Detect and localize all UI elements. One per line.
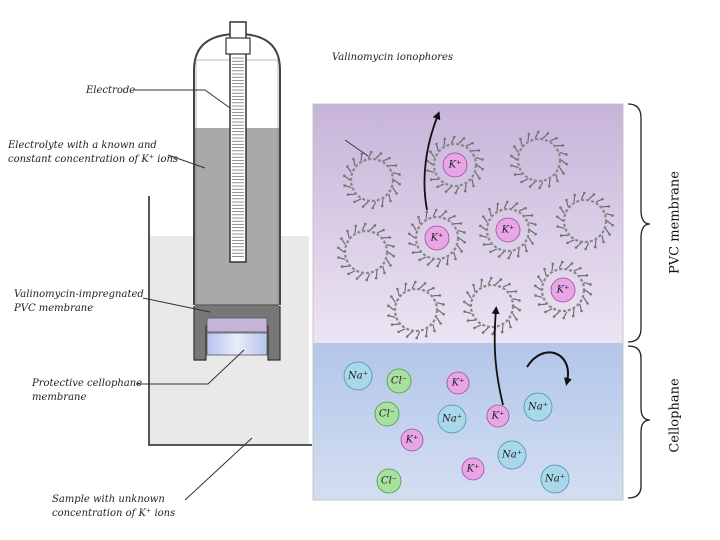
svg-text:K⁺: K⁺ [451,378,465,389]
ionophore-group: K⁺ K⁺ K⁺ K⁺ [337,130,614,340]
free-ion-potassium: K⁺ [400,428,424,452]
pvc-membrane-label: PVC membrane [667,171,683,274]
free-ion-sodium: Na⁺ [437,404,467,434]
rod-ticks [232,57,244,257]
valinomycin-ionophore: K⁺ [408,208,466,268]
valinomycin-ionophore [556,191,614,251]
svg-text:K⁺: K⁺ [430,233,444,244]
pvc-membrane-disk [206,317,268,333]
svg-text:K⁺: K⁺ [448,160,462,171]
valinomycin-ionophore [343,150,401,210]
free-ion-sodium: Na⁺ [523,392,553,422]
svg-text:K⁺: K⁺ [501,225,515,236]
electrolyte-label-line2: constant concentration of K⁺ ions [8,154,179,165]
ionophores-label: Valinomycin ionophores [332,52,454,63]
k-transport-arrow-up [423,111,441,211]
k-transport-arrow-into [491,306,504,406]
svg-text:Na⁺: Na⁺ [544,474,565,485]
free-ion-chloride: Cl⁻ [386,368,412,394]
electrolyte-label-line1: Electrolyte with a known and [8,140,157,151]
membrane-cap [193,304,281,361]
free-ion-potassium: K⁺ [461,457,485,481]
valinomycin-ionophore: K⁺ [479,200,537,260]
free-ion-chloride: Cl⁻ [376,468,402,494]
svg-text:K⁺: K⁺ [556,285,570,296]
valinomycin-ionophore [387,280,445,340]
electrode-label: Electrode [86,85,136,96]
svg-text:Cl⁻: Cl⁻ [381,476,397,487]
pvc-brace [627,103,651,343]
free-ion-sodium: Na⁺ [343,361,373,391]
valinomycin-ionophore: K⁺ [426,135,484,195]
svg-text:Na⁺: Na⁺ [441,414,462,425]
svg-text:Na⁺: Na⁺ [501,450,522,461]
svg-text:K⁺: K⁺ [491,411,505,422]
svg-text:Na⁺: Na⁺ [527,402,548,413]
valinomycin-ionophore [463,276,521,336]
cellophane-disk [206,332,268,356]
svg-text:K⁺: K⁺ [405,435,419,446]
pvc-region [313,104,623,344]
free-ion-chloride: Cl⁻ [374,401,400,427]
electrode-rod [225,21,251,263]
valinomycin-pvc-label-line1: Valinomycin-impregnated [14,289,144,300]
free-ion-potassium: K⁺ [446,371,470,395]
cellophane-brace [627,345,651,499]
sample-label-line2: concentration of K⁺ ions [52,508,176,519]
free-ion-potassium: K⁺ [486,404,510,428]
cellophane-label-line2: membrane [32,392,87,403]
valinomycin-ionophore [337,222,395,282]
cellophane-label-line1: Protective cellophane [32,378,143,389]
leader-lines [133,89,369,501]
cellophane-label: Cellophane [667,378,683,453]
svg-text:K⁺: K⁺ [466,464,480,475]
free-ion-sodium: Na⁺ [497,440,527,470]
zoom-region: K⁺K⁺K⁺K⁺ Na⁺Cl⁻K⁺Na⁺Cl⁻Na⁺K⁺K⁺Na⁺K⁺Cl⁻Na… [312,103,624,501]
valinomycin-ionophore: K⁺ [534,260,592,320]
valinomycin-ionophore [510,130,568,190]
sample-label-line1: Sample with unknown [52,494,165,505]
beaker-wall [148,196,312,446]
ion-group: Na⁺ Cl⁻ K⁺ Na⁺ Cl⁻ Na⁺ K⁺ K⁺ Na⁺ K⁺ Cl⁻ Na⁺ [343,361,570,494]
svg-text:Na⁺: Na⁺ [347,371,368,382]
svg-text:Cl⁻: Cl⁻ [391,376,407,387]
free-ion-sodium: Na⁺ [540,464,570,494]
valinomycin-pvc-label-line2: PVC membrane [14,303,94,314]
svg-text:Cl⁻: Cl⁻ [379,409,395,420]
na-rejected-arrow [526,351,572,386]
